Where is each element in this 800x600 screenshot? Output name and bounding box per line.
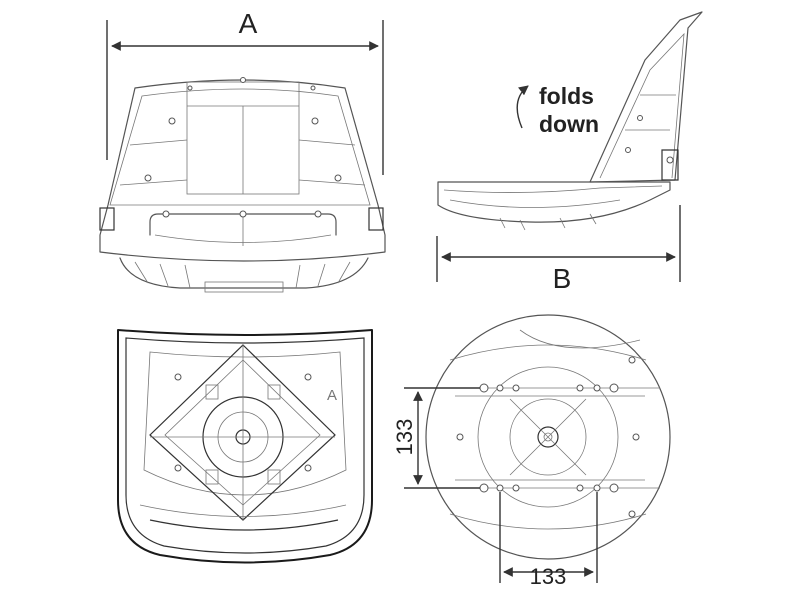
hole-spacing-horizontal-label: 133 [530,564,567,589]
seat-front-view [99,77,386,293]
hole-spacing-vertical: 133 [392,387,480,489]
dimension-b-label: B [553,263,572,294]
seat-bottom-view: A [117,329,373,564]
curved-arrow-icon [516,85,529,129]
hole-spacing-horizontal: 133 [499,492,598,589]
dimension-b: B [436,205,681,294]
dimension-a-label: A [239,8,258,39]
swivel-plate-view [425,314,671,560]
dimension-a: A [106,8,384,175]
bottom-view-letter: A [327,387,337,404]
hole-spacing-vertical-label: 133 [392,419,417,456]
fold-annotation: folds down [516,83,599,137]
fold-label-line2: down [539,111,599,137]
seat-side-view [437,11,703,231]
fold-label-line1: folds [539,83,594,109]
